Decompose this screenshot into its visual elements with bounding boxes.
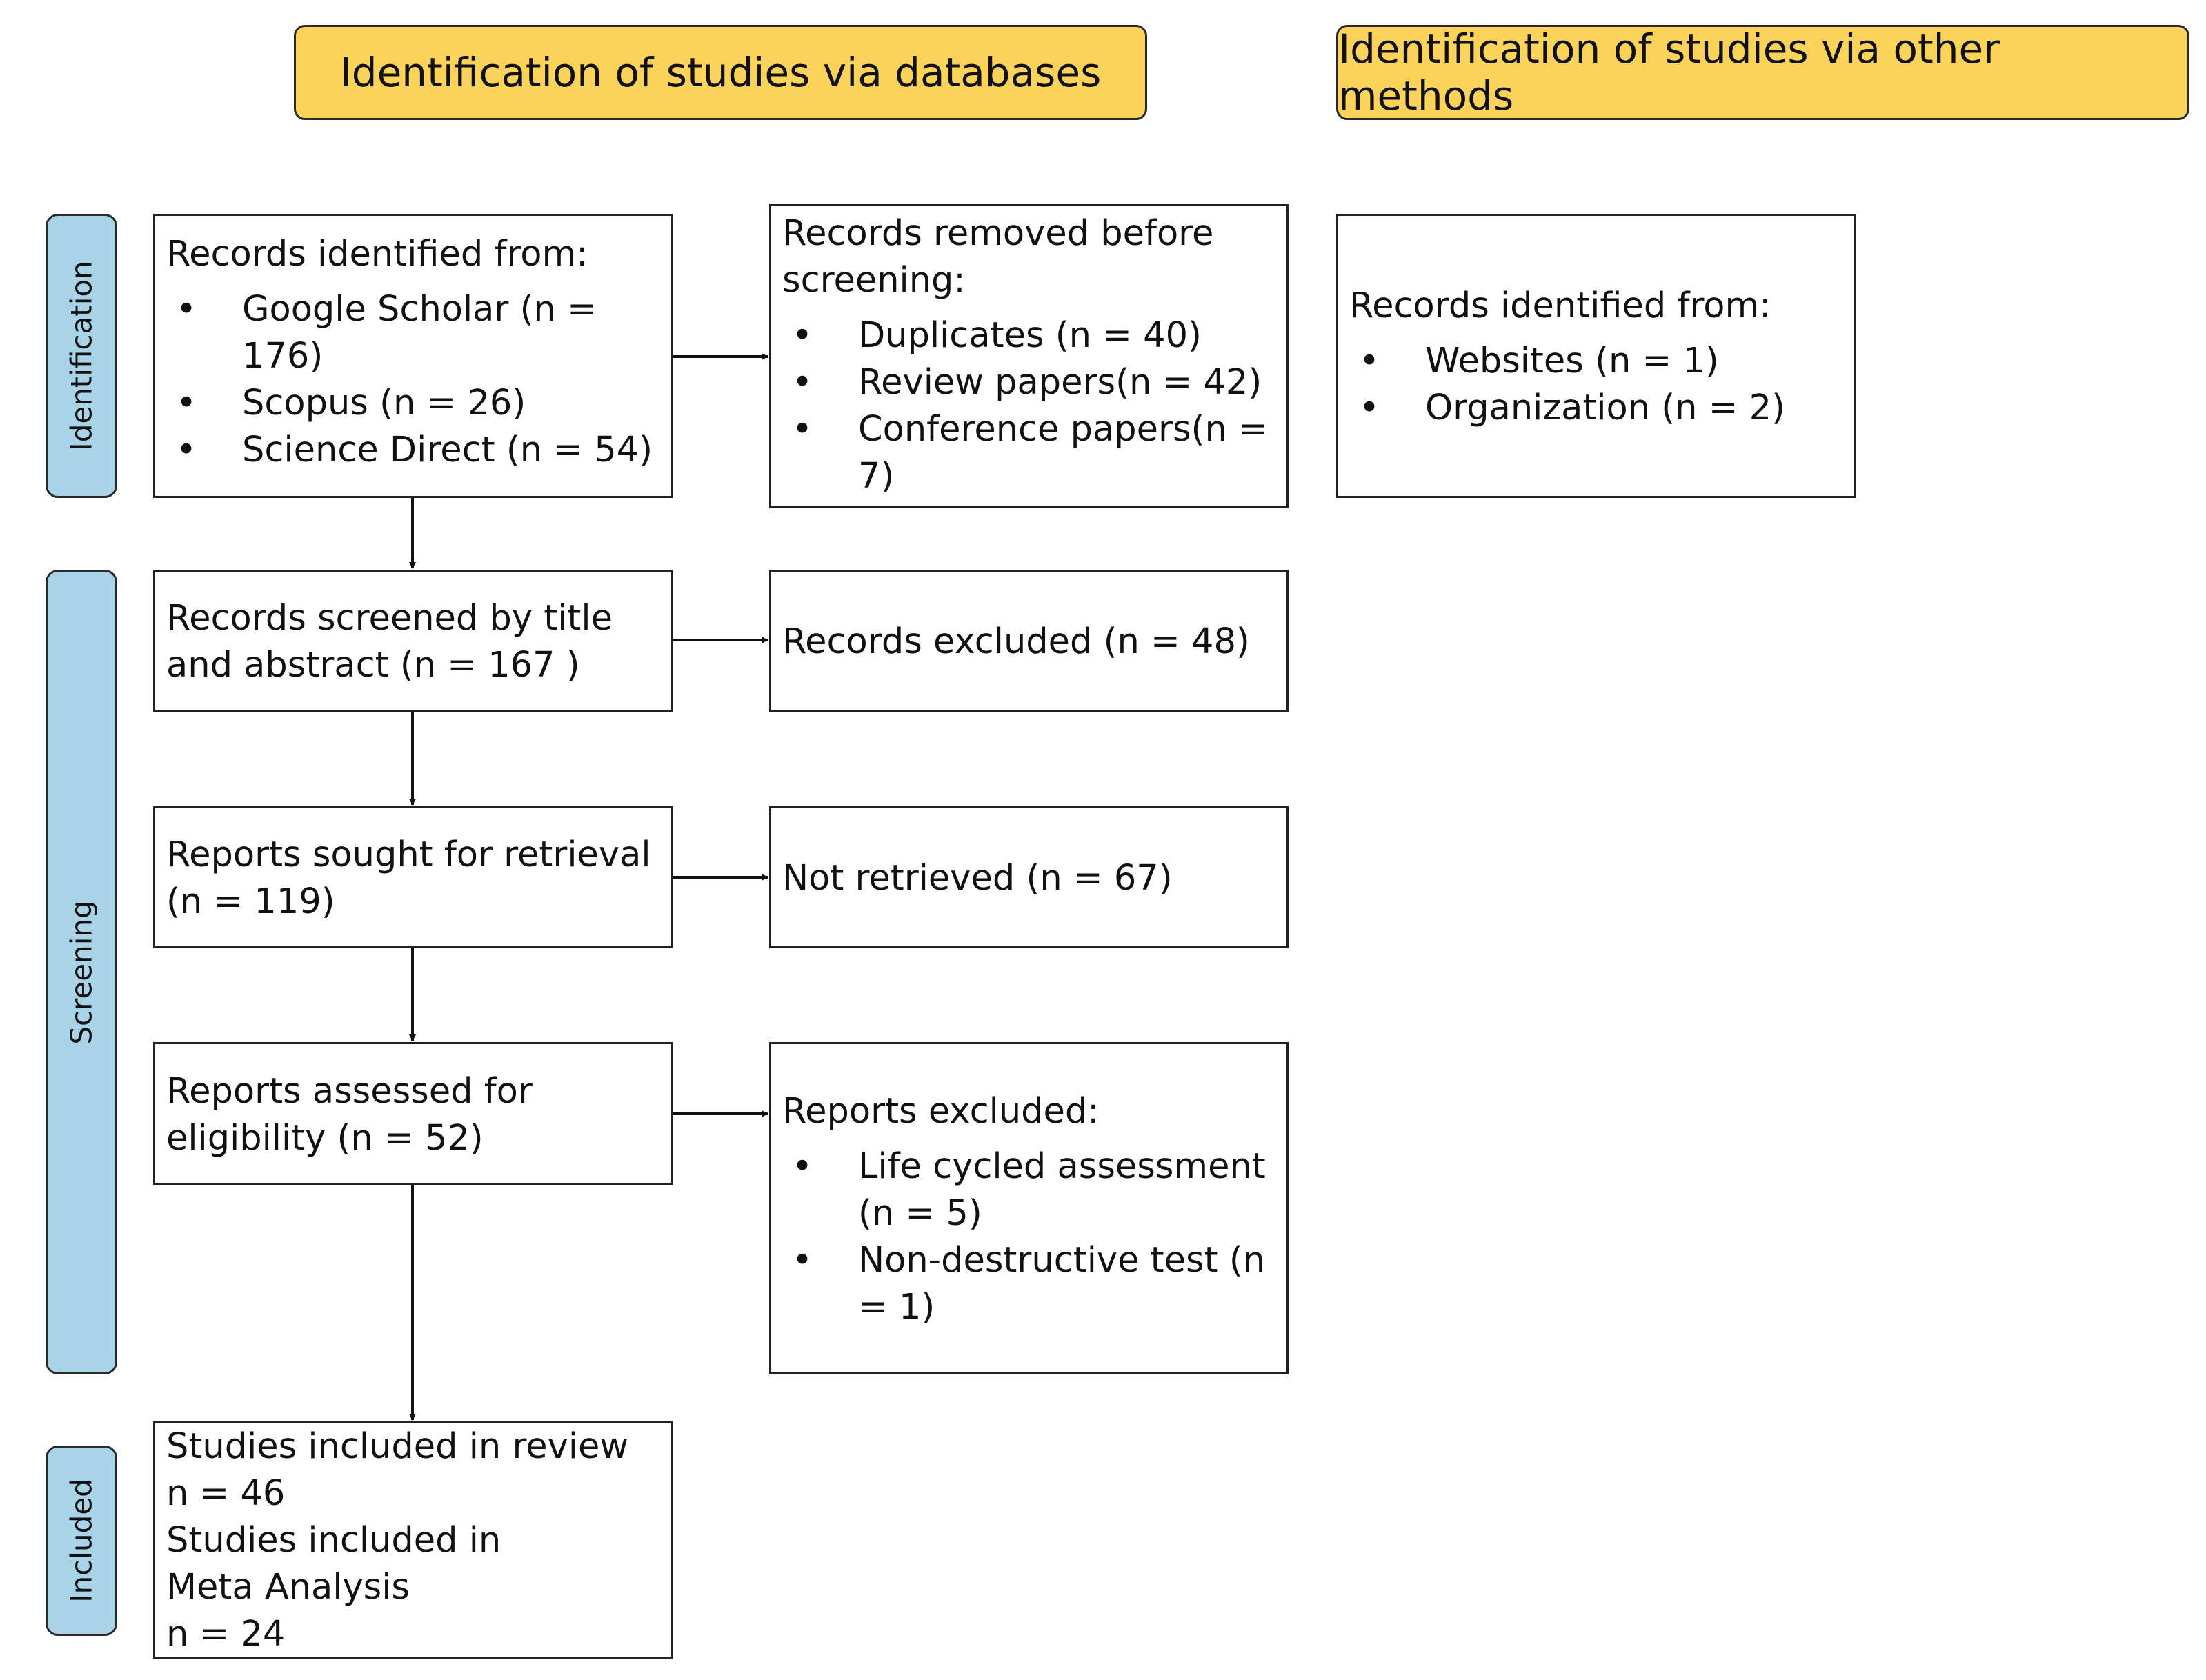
included-line: Studies included in review: [166, 1426, 629, 1467]
phase-included: Included: [46, 1446, 117, 1636]
phase-identification: Identification: [46, 214, 117, 498]
list-item: Non-destructive test (n = 1): [782, 1237, 1275, 1331]
list-item: Duplicates (n = 40): [782, 312, 1275, 359]
list-item: Scopus (n = 26): [166, 380, 660, 427]
included-line: n = 46: [166, 1473, 286, 1514]
included-line: Meta Analysis: [166, 1567, 410, 1608]
reports-excluded-heading: Reports excluded:: [782, 1091, 1100, 1132]
reports-assessed-text: Reports assessed for eligibility (n = 52…: [166, 1070, 533, 1159]
box-not-retrieved: Not retrieved (n = 67): [769, 806, 1289, 948]
box-reports-excluded: Reports excluded: Life cycled assessment…: [769, 1042, 1289, 1374]
list-item: Conference papers(n = 7): [782, 406, 1275, 500]
header-other-methods-label: Identification of studies via other meth…: [1338, 26, 2000, 119]
records-removed-heading: Records removed before screening:: [782, 213, 1214, 301]
list-item: Organization (n = 2): [1349, 385, 1843, 432]
box-studies-included: Studies included in review n = 46 Studie…: [153, 1421, 673, 1659]
header-databases-label: Identification of studies via databases: [339, 49, 1102, 96]
reports-sought-text: Reports sought for retrieval (n = 119): [166, 834, 651, 922]
header-databases: Identification of studies via databases: [294, 25, 1147, 120]
list-item: Google Scholar (n = 176): [166, 286, 660, 380]
phase-screening: Screening: [46, 570, 117, 1374]
box-reports-sought: Reports sought for retrieval (n = 119): [153, 806, 673, 948]
box-records-identified: Records identified from: Google Scholar …: [153, 214, 673, 498]
header-other-methods: Identification of studies via other meth…: [1336, 25, 2189, 120]
box-reports-assessed: Reports assessed for eligibility (n = 52…: [153, 1042, 673, 1185]
reports-excluded-list: Life cycled assessment (n = 5) Non-destr…: [782, 1143, 1275, 1331]
included-line: n = 24: [166, 1614, 286, 1654]
list-item: Science Direct (n = 54): [166, 427, 660, 474]
included-line: Studies included in: [166, 1520, 501, 1561]
records-removed-list: Duplicates (n = 40) Review papers(n = 42…: [782, 312, 1275, 500]
other-records-list: Websites (n = 1) Organization (n = 2): [1349, 338, 1843, 432]
box-records-excluded: Records excluded (n = 48): [769, 570, 1289, 712]
box-records-screened: Records screened by title and abstract (…: [153, 570, 673, 712]
records-excluded-text: Records excluded (n = 48): [782, 621, 1250, 662]
records-screened-text: Records screened by title and abstract (…: [166, 598, 613, 686]
list-item: Websites (n = 1): [1349, 338, 1843, 385]
not-retrieved-text: Not retrieved (n = 67): [782, 858, 1173, 899]
box-other-records-identified: Records identified from: Websites (n = 1…: [1336, 214, 1856, 498]
list-item: Life cycled assessment (n = 5): [782, 1143, 1275, 1237]
records-identified-list: Google Scholar (n = 176) Scopus (n = 26)…: [166, 286, 660, 474]
records-identified-heading: Records identified from:: [166, 234, 588, 274]
other-records-heading: Records identified from:: [1349, 286, 1771, 326]
box-records-removed: Records removed before screening: Duplic…: [769, 204, 1289, 508]
list-item: Review papers(n = 42): [782, 359, 1275, 406]
